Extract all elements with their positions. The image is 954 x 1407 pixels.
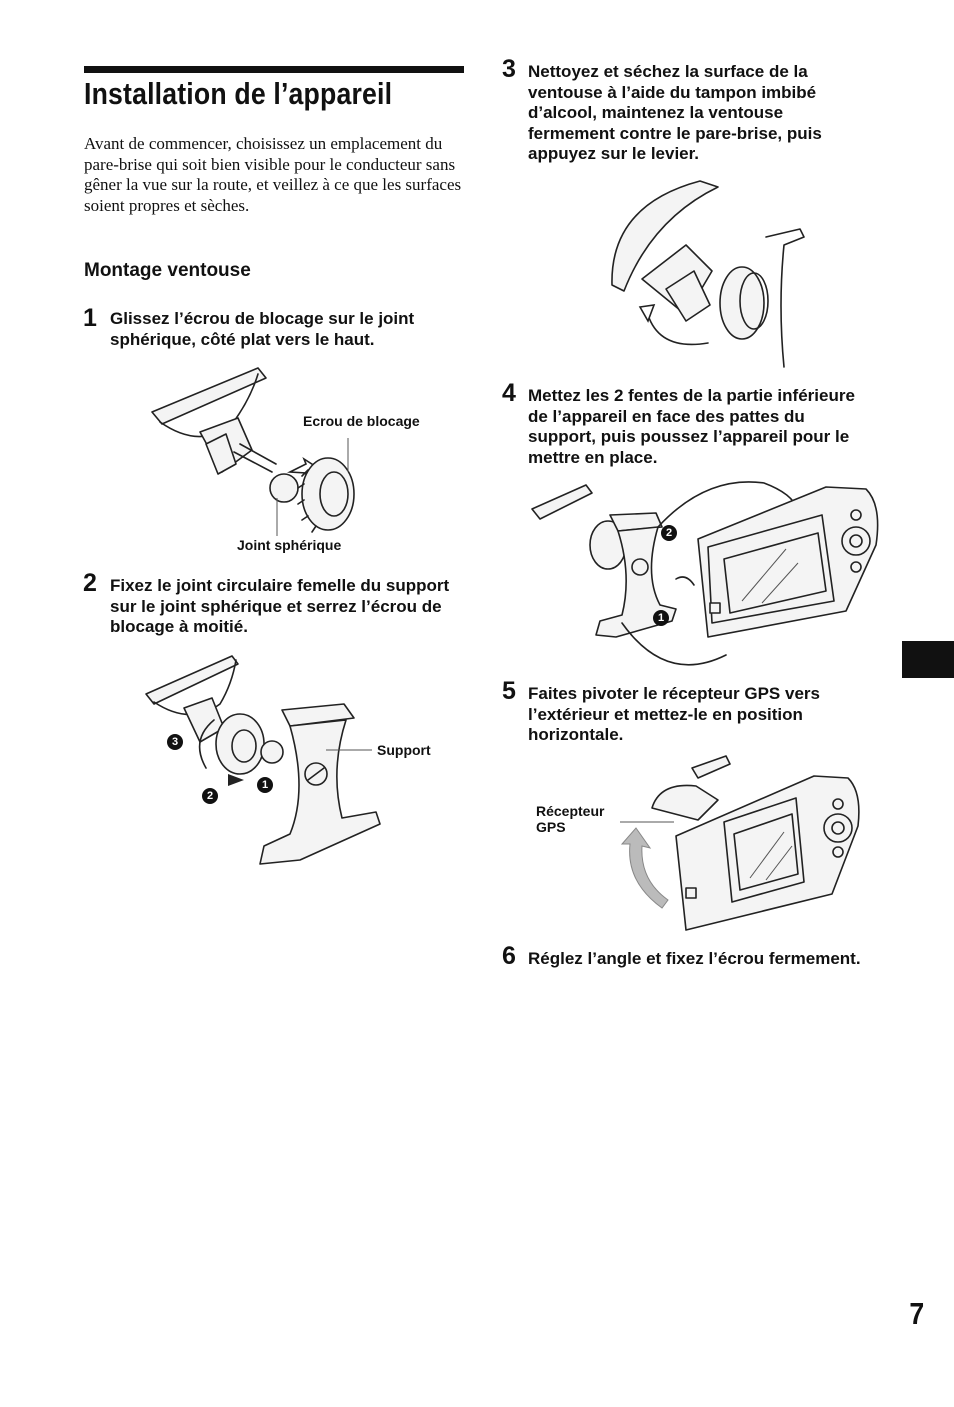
support-bracket-illustration	[531, 484, 677, 638]
figure-suction-cup-nut	[151, 367, 355, 536]
figure-windshield-lever	[611, 180, 805, 368]
marker-3: 3	[167, 734, 183, 750]
suction-cup-illustration	[151, 367, 277, 475]
step-2-number: 2	[83, 569, 97, 597]
title-rule	[84, 66, 464, 73]
support-label: Support	[377, 742, 431, 758]
gps-label-line2: GPS	[536, 819, 566, 835]
support-bracket-illustration	[259, 703, 381, 865]
step-5-number: 5	[502, 677, 516, 705]
step-6-number: 6	[502, 942, 516, 970]
step-4-text: Mettez les 2 fentes de la partie inférie…	[528, 386, 855, 467]
page-title: Installation de l’appareil	[84, 76, 393, 111]
rotation-arrow-icon	[620, 827, 669, 909]
step-1-number: 1	[83, 304, 97, 332]
step-1-text: Glissez l’écrou de blocage sur le joint …	[110, 309, 415, 349]
step-3-number: 3	[502, 55, 516, 83]
step-6-text: Réglez l’angle et fixez l’écrou fermemen…	[528, 949, 861, 968]
figure-support-attach	[145, 655, 381, 865]
marker-2: 2	[661, 525, 677, 541]
gps-receiver-illustration	[651, 784, 719, 821]
intro-paragraph: Avant de commencer, choisissez un emplac…	[84, 134, 462, 215]
figure-device-mount	[531, 481, 879, 666]
suction-cup-illustration	[145, 655, 239, 743]
marker-1: 1	[257, 777, 273, 793]
ball-joint-illustration	[269, 473, 299, 503]
locking-nut-illustration	[719, 266, 769, 340]
step-4-number: 4	[502, 379, 516, 407]
arrow-head-icon	[638, 304, 656, 323]
gps-label: Récepteur GPS	[536, 803, 604, 835]
ball-joint-label: Joint sphérique	[237, 537, 342, 553]
alignment-curve-mid	[675, 576, 695, 586]
suction-cup-illustration	[611, 180, 719, 322]
section-tab-marker	[902, 641, 954, 678]
page-number: 7	[909, 1296, 924, 1331]
nut-label: Ecrou de blocage	[303, 413, 420, 429]
step-3-text: Nettoyez et séchez la surface de la vent…	[528, 62, 822, 164]
step-5-text: Faites pivoter le récepteur GPS vers l’e…	[528, 684, 820, 745]
figure-gps-receiver	[620, 755, 860, 931]
arrow-icon	[228, 774, 244, 786]
locking-nut-illustration	[297, 457, 355, 533]
windshield-illustration	[765, 228, 805, 368]
navigation-device-illustration	[651, 755, 860, 931]
step-2-text: Fixez le joint circulaire femelle du sup…	[110, 576, 450, 637]
locking-nut-illustration	[215, 713, 284, 775]
marker-1: 1	[653, 610, 669, 626]
marker-2: 2	[202, 788, 218, 804]
navigation-device-illustration	[697, 486, 879, 638]
alignment-curve-bottom	[621, 622, 727, 666]
section-heading: Montage ventouse	[84, 260, 251, 281]
rotation-arrow-icon	[198, 719, 215, 769]
gps-label-line1: Récepteur	[536, 803, 605, 819]
rotation-arrow-icon	[647, 314, 709, 346]
